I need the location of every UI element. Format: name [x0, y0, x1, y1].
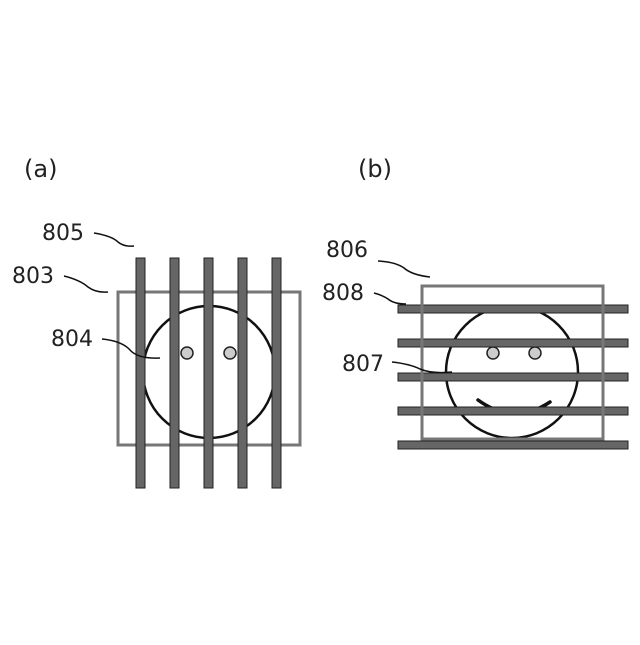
leader-line-806 — [378, 261, 430, 277]
panel-a: (a) 805 803 804 — [12, 155, 300, 488]
vertical-bar — [238, 258, 247, 488]
ref-label-804: 804 — [51, 327, 93, 352]
panel-b-label: (b) — [358, 155, 392, 183]
panel-b: (b) 806 808 807 — [322, 155, 628, 449]
face-left-eye — [181, 347, 193, 359]
ref-label-808: 808 — [322, 281, 364, 306]
leader-line-808 — [374, 293, 406, 304]
horizontal-bar — [398, 373, 628, 381]
horizontal-bar — [398, 441, 628, 449]
vertical-bar — [170, 258, 179, 488]
horizontal-bar — [398, 339, 628, 347]
face-right-eye — [529, 347, 541, 359]
horizontal-bar — [398, 305, 628, 313]
face-outline — [446, 306, 578, 438]
leader-line-805 — [94, 233, 134, 246]
ref-label-807: 807 — [342, 352, 384, 377]
vertical-bar — [204, 258, 213, 488]
vertical-bar — [272, 258, 281, 488]
horizontal-bar — [398, 407, 628, 415]
face-right-eye — [224, 347, 236, 359]
panel-a-label: (a) — [24, 155, 57, 183]
ref-label-806: 806 — [326, 238, 368, 263]
face-left-eye — [487, 347, 499, 359]
face-807 — [446, 306, 578, 438]
vertical-bar — [136, 258, 145, 488]
ref-label-803: 803 — [12, 264, 54, 289]
leader-line-803 — [64, 276, 108, 292]
ref-label-805: 805 — [42, 221, 84, 246]
